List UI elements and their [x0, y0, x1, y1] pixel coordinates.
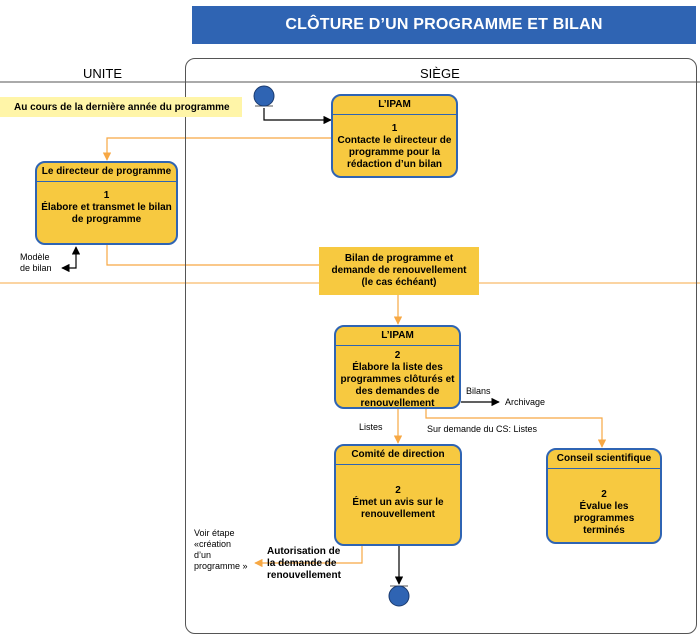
step-ipam-elabore-liste: L’IPAM 2 Élabore la liste des programmes…	[334, 325, 461, 409]
label-line: d’un	[194, 550, 212, 560]
step-directeur-elabore: Le directeur de programme 1 Élabore et t…	[35, 161, 178, 245]
step-text-line: Émet un avis sur le	[352, 497, 444, 508]
step-text-line: programme pour la	[348, 147, 441, 158]
arrow-ipam2-to-conseil	[425, 409, 607, 448]
step-actor: Conseil scientifique	[548, 450, 660, 469]
step-conseil-scientifique: Conseil scientifique 2 Évalue les progra…	[546, 448, 662, 544]
data-line: demande de renouvellement	[331, 265, 467, 276]
arrow-modele-de-bilan	[61, 246, 81, 273]
step-number: 1	[391, 123, 398, 134]
label-line: Voir étape	[194, 528, 235, 538]
data-bilan-demande: Bilan de programme et demande de renouve…	[319, 247, 479, 295]
start-note: Au cours de la dernière année du program…	[0, 97, 242, 117]
step-text-line: Élabore et transmet le bilan	[41, 202, 172, 213]
column-label-siege: SIÈGE	[420, 66, 460, 81]
step-number: 1	[103, 190, 110, 201]
label-line: Modèle	[20, 252, 50, 262]
step-actor: L’IPAM	[336, 327, 459, 346]
label-bilans: Bilans	[466, 386, 491, 396]
label-line: «création	[194, 539, 232, 549]
arrow-directeur-to-bilan	[106, 244, 319, 266]
label-line: la demande de	[267, 558, 337, 569]
label-line: de bilan	[20, 263, 52, 273]
step-text-line: des demandes de	[355, 386, 440, 397]
step-text-line: Évalue les	[579, 501, 629, 512]
data-line: (le cas échéant)	[361, 277, 437, 288]
column-label-unite: UNITE	[83, 66, 122, 81]
label-line: renouvellement	[267, 570, 341, 581]
step-actor: Comité de direction	[336, 446, 460, 465]
step-text-line: Contacte le directeur de	[337, 135, 452, 146]
label-archivage: Archivage	[505, 397, 546, 407]
data-line: Bilan de programme et	[344, 253, 454, 264]
step-number: 2	[394, 350, 401, 361]
step-actor: Le directeur de programme	[37, 163, 176, 182]
arrow-ipam1-to-directeur	[102, 137, 334, 161]
step-number: 2	[395, 485, 401, 496]
step-text-line: rédaction d’un bilan	[346, 159, 442, 170]
page-title: CLÔTURE D’UN PROGRAMME ET BILAN	[192, 6, 696, 44]
label-voir-etape: Voir étape «création d’un programme »	[194, 528, 248, 572]
step-text-line: de programme	[71, 214, 142, 225]
step-ipam-contacte: L’IPAM 1 Contacte le directeur de progra…	[331, 94, 458, 178]
arrow-comite-to-voir-etape	[254, 546, 363, 568]
label-line: Autorisation de	[267, 546, 341, 557]
step-text-line: Élabore la liste des	[352, 362, 443, 373]
step-text-line: programmes clôturés et	[340, 374, 455, 385]
label-sur-demande: Sur demande du CS: Listes	[427, 424, 538, 434]
label-line: programme »	[194, 561, 248, 571]
step-comite-direction: Comité de direction 2 Émet un avis sur l…	[334, 444, 462, 546]
label-listes: Listes	[359, 422, 383, 432]
step-number: 2	[601, 489, 607, 500]
arrow-start-to-ipam1	[263, 108, 332, 125]
label-autorisation: Autorisation de la demande de renouvelle…	[267, 546, 341, 582]
label-modele-de-bilan: Modèle de bilan	[20, 252, 52, 274]
end-node	[388, 585, 410, 607]
step-text-line: renouvellement	[360, 398, 435, 409]
step-text-line: renouvellement	[361, 509, 435, 520]
siege-lane-frame	[185, 58, 697, 634]
start-node	[253, 85, 275, 107]
step-text-line: programmes terminés	[573, 513, 635, 536]
step-actor: L’IPAM	[333, 96, 456, 115]
